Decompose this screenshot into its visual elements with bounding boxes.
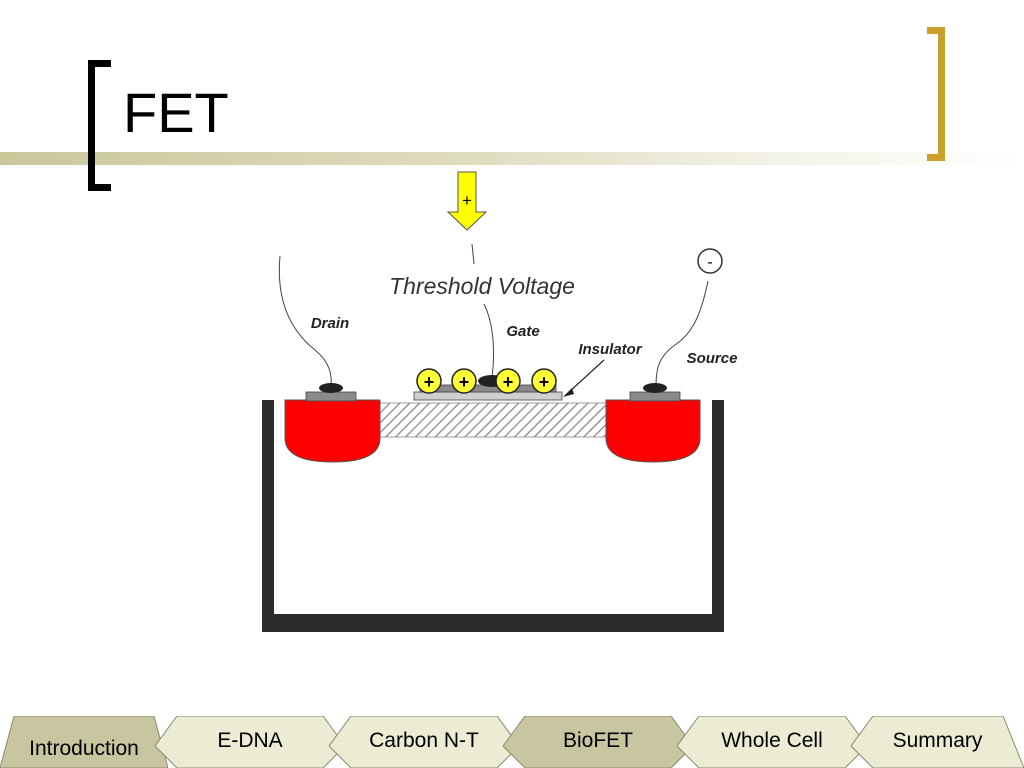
gate-insulator — [413, 391, 563, 401]
gate-label: Gate — [506, 323, 539, 340]
tab-summary[interactable]: Summary — [851, 716, 1024, 768]
tab-biofet[interactable]: BioFET — [503, 716, 693, 768]
tab-summary-label: Summary — [892, 729, 983, 752]
charge-sign: + — [424, 372, 435, 392]
positive-charge: + — [416, 368, 442, 394]
insulator-pointer-arrow — [563, 359, 605, 397]
source-terminal-sign: - — [707, 254, 712, 271]
tab-e-dna[interactable]: E-DNA — [155, 716, 345, 768]
slide-title: FET — [123, 81, 229, 144]
source-terminal-icon: - — [697, 248, 723, 274]
charge-sign: + — [459, 372, 470, 392]
title-underline-bar — [0, 152, 1024, 165]
fet-diagram: + - Threshold Voltage Drain Gate Insulat… — [262, 171, 738, 632]
tab-e-dna-label: E-DNA — [217, 729, 283, 752]
threshold-voltage-label: Threshold Voltage — [389, 273, 575, 299]
applied-voltage-sign: + — [462, 191, 472, 210]
applied-voltage-arrow: + — [446, 171, 488, 231]
source-doped-region — [605, 399, 701, 463]
right-bracket-decoration — [927, 27, 945, 161]
drain-label: Drain — [311, 315, 349, 332]
positive-charge: + — [531, 368, 557, 394]
source-contact — [629, 383, 681, 402]
bottom-nav-tabs: Introduction E-DNA Carbon N-T BioFET Who… — [0, 716, 1024, 768]
positive-charge: + — [451, 368, 477, 394]
drain-wire — [278, 255, 332, 387]
gate-wire — [483, 303, 495, 379]
tab-whole-cell[interactable]: Whole Cell — [677, 716, 867, 768]
tab-whole-cell-label: Whole Cell — [721, 729, 823, 752]
left-bracket-decoration — [88, 60, 111, 191]
drain-contact — [305, 383, 357, 402]
insulator-label: Insulator — [578, 341, 643, 358]
source-label: Source — [687, 350, 738, 367]
source-wire — [655, 280, 709, 387]
tab-biofet-label: BioFET — [562, 729, 633, 752]
charge-sign: + — [503, 372, 514, 392]
tab-introduction-label: Introduction — [29, 737, 139, 760]
charge-sign: + — [539, 372, 550, 392]
gate-wire-top — [471, 243, 475, 265]
tab-carbon-nt[interactable]: Carbon N-T — [329, 716, 519, 768]
channel-region — [377, 402, 609, 438]
drain-doped-region — [284, 399, 381, 463]
positive-charge: + — [495, 368, 521, 394]
tab-introduction[interactable]: Introduction — [0, 716, 168, 768]
tab-carbon-nt-label: Carbon N-T — [369, 729, 479, 752]
